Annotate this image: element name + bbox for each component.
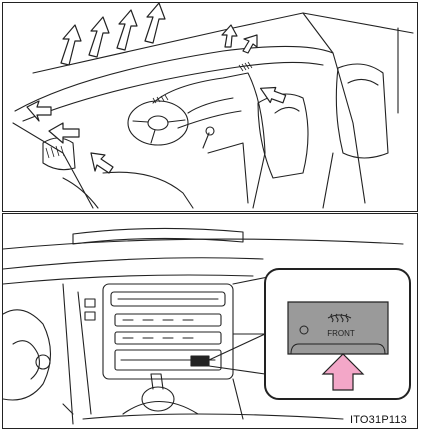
- front-defroster-label: FRONT: [327, 329, 355, 338]
- airflow-illustration-panel: [2, 2, 418, 212]
- defroster-button-panel: [288, 302, 388, 354]
- cabin-airflow-drawing: [3, 3, 416, 210]
- dashboard-drawing: FRONT: [3, 214, 416, 427]
- airflow-arrows-windshield: [61, 3, 257, 65]
- dashboard-button-panel: FRONT ITO31P113: [2, 213, 418, 429]
- figure-code: ITO31P113: [350, 414, 407, 426]
